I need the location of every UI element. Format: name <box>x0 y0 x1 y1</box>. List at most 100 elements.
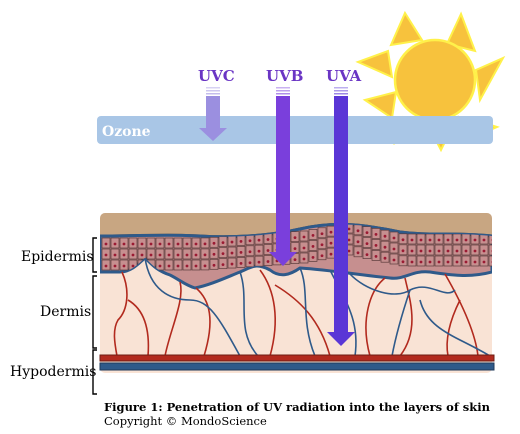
cell-nucleus <box>455 249 459 253</box>
cell-nucleus <box>383 256 387 260</box>
cell-nucleus <box>176 253 180 257</box>
cell-nucleus <box>239 262 243 265</box>
cell-nucleus <box>212 263 216 267</box>
cell-nucleus <box>401 260 405 264</box>
cell-nucleus <box>347 227 351 231</box>
cell-nucleus <box>365 242 369 246</box>
cell-nucleus <box>311 244 315 248</box>
cell-nucleus <box>185 253 189 257</box>
cell-nucleus <box>455 260 459 264</box>
cell-nucleus <box>140 242 144 246</box>
cell-nucleus <box>293 247 297 251</box>
cell-nucleus <box>266 238 270 241</box>
cell-nucleus <box>419 249 423 253</box>
cell-nucleus <box>248 250 252 254</box>
cell-nucleus <box>464 260 468 264</box>
cell-nucleus <box>131 253 135 257</box>
cell-nucleus <box>437 260 441 264</box>
cell-nucleus <box>311 233 315 237</box>
cell-nucleus <box>356 251 360 255</box>
cell-nucleus <box>437 238 441 242</box>
cell-nucleus <box>293 258 297 262</box>
cell-nucleus <box>230 262 234 266</box>
cell-nucleus <box>356 229 360 233</box>
cell-nucleus <box>113 242 117 246</box>
uva-label: UVA <box>326 67 362 85</box>
cell-nucleus <box>113 253 117 257</box>
cell-nucleus <box>491 238 492 242</box>
cell-nucleus <box>113 264 117 268</box>
cell-nucleus <box>293 236 297 240</box>
cell-nucleus <box>302 246 306 250</box>
cell-nucleus <box>221 252 225 256</box>
uvb-arrow <box>269 87 297 266</box>
cell-nucleus <box>302 257 306 261</box>
cell-nucleus <box>104 242 108 246</box>
cell-nucleus <box>401 249 405 253</box>
cell-nucleus <box>383 234 387 238</box>
cell-nucleus <box>302 235 306 239</box>
cell-nucleus <box>491 260 492 264</box>
cell-nucleus <box>392 258 396 262</box>
figure-caption: Figure 1: Penetration of UV radiation in… <box>104 400 490 414</box>
cell-nucleus <box>122 253 126 257</box>
cell-nucleus <box>356 240 360 244</box>
cell-nucleus <box>104 253 108 257</box>
cell-nucleus <box>320 254 324 258</box>
cell-nucleus <box>230 240 234 244</box>
cell-nucleus <box>464 238 468 242</box>
cell-nucleus <box>320 232 324 236</box>
cell-nucleus <box>464 249 468 253</box>
ozone-layer <box>97 116 493 144</box>
cell-nucleus <box>365 253 369 256</box>
cell-nucleus <box>203 242 207 246</box>
cell-nucleus <box>347 238 351 242</box>
cell-nucleus <box>185 242 189 246</box>
cell-nucleus <box>167 242 171 246</box>
cell-nucleus <box>419 260 423 264</box>
cell-nucleus <box>212 252 216 256</box>
epidermis-cell <box>488 255 492 267</box>
cell-nucleus <box>212 241 216 245</box>
cell-nucleus <box>392 236 396 240</box>
cell-nucleus <box>446 249 450 253</box>
cell-nucleus <box>257 260 261 264</box>
cell-nucleus <box>149 253 153 257</box>
cell-nucleus <box>158 264 162 268</box>
epidermis-cell <box>488 244 492 256</box>
cell-nucleus <box>410 260 414 264</box>
uvb-label: UVB <box>266 67 303 85</box>
cell-nucleus <box>410 238 414 242</box>
cell-nucleus <box>455 238 459 242</box>
uvc-label: UVC <box>198 67 235 85</box>
hypodermis-label: Hypodermis <box>10 364 96 380</box>
cell-nucleus <box>176 242 180 246</box>
epidermis-cells <box>101 224 492 271</box>
cell-nucleus <box>473 249 477 253</box>
cell-nucleus <box>122 242 126 246</box>
cell-nucleus <box>473 238 477 242</box>
skin-cross-section <box>100 213 492 373</box>
cell-nucleus <box>167 253 171 257</box>
cell-nucleus <box>158 253 162 257</box>
cell-nucleus <box>329 241 333 245</box>
cell-nucleus <box>383 245 387 249</box>
cell-nucleus <box>437 249 441 253</box>
cell-nucleus <box>491 249 492 253</box>
copyright-notice: Copyright © MondoScience <box>104 414 267 428</box>
cell-nucleus <box>329 230 333 234</box>
hypodermis-artery <box>99 354 495 362</box>
cell-nucleus <box>266 260 270 263</box>
cell-nucleus <box>167 264 171 268</box>
cell-nucleus <box>221 241 225 245</box>
cell-nucleus <box>176 264 180 268</box>
cell-nucleus <box>257 238 261 242</box>
cell-nucleus <box>248 239 252 243</box>
cell-nucleus <box>239 240 243 243</box>
cell-nucleus <box>320 243 324 247</box>
cell-nucleus <box>482 249 486 253</box>
cell-nucleus <box>257 249 261 253</box>
cell-nucleus <box>365 231 369 235</box>
dermis-label: Dermis <box>40 304 91 320</box>
